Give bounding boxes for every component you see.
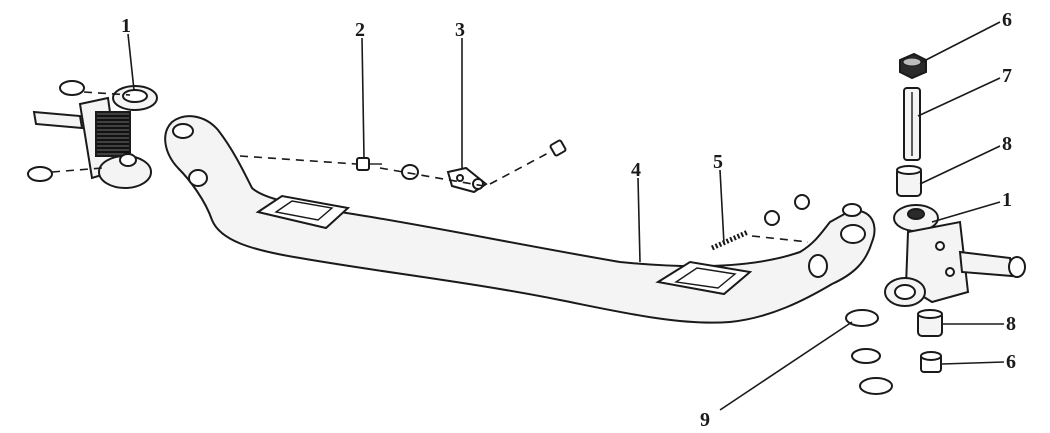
leader-5 (719, 169, 725, 245)
tie-bolt (710, 229, 750, 251)
leader-4 (637, 177, 641, 263)
callout-8-top: 8 (1002, 133, 1012, 155)
leader-9 (719, 321, 853, 411)
leader-8-top (919, 145, 1001, 185)
callout-8-bottom: 8 (1006, 313, 1016, 335)
leader-6-bottom (941, 361, 1005, 365)
leader-1-right (931, 201, 1001, 223)
dash-line-c (489, 151, 551, 185)
right-steering-knuckle (884, 204, 1026, 307)
upper-cap (899, 52, 927, 80)
small-nut-top (549, 139, 567, 157)
callout-5: 5 (713, 151, 723, 173)
callout-4: 4 (631, 159, 641, 181)
callout-9: 9 (700, 409, 710, 431)
king-bolt (356, 157, 382, 171)
callout-1-right: 1 (1002, 189, 1012, 211)
lock-plate (446, 166, 488, 194)
callout-6-bottom: 6 (1006, 351, 1016, 373)
callout-3: 3 (455, 19, 465, 41)
dash-line-a (239, 155, 357, 165)
callout-2: 2 (355, 19, 365, 41)
callout-1-left: 1 (121, 15, 131, 37)
leader-7 (917, 77, 1001, 117)
callout-6-top: 6 (1002, 9, 1012, 31)
upper-bushing (896, 165, 922, 197)
dash-line-d (751, 235, 809, 243)
leader-1-left (127, 33, 135, 91)
leader-6-top (921, 21, 1001, 63)
leader-2 (361, 37, 365, 159)
bushing-small-left (401, 164, 419, 180)
bushing-pair-right (764, 194, 862, 226)
axle-beam (164, 115, 876, 324)
thrust-washers (845, 309, 893, 395)
kingpin (903, 87, 921, 161)
dash-line-b (379, 167, 485, 187)
left-steering-knuckle (27, 80, 158, 189)
lower-cap (920, 351, 942, 373)
callout-7: 7 (1002, 65, 1012, 87)
lower-bushing (917, 309, 943, 337)
